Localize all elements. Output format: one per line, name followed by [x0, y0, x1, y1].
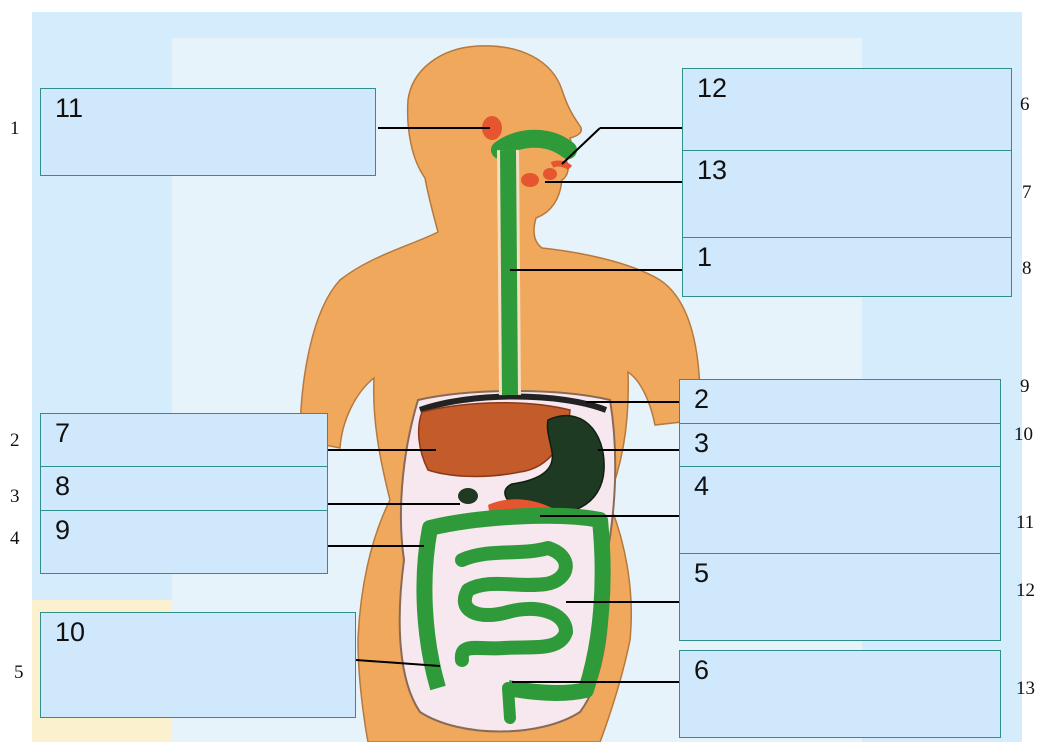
- outer-number-1: 1: [10, 118, 20, 140]
- outer-number-11: 11: [1016, 512, 1034, 534]
- label-box-left-1[interactable]: 11: [40, 88, 376, 176]
- submandibular-gland: [521, 173, 539, 187]
- outer-number-9: 9: [1020, 376, 1030, 398]
- label-box-right-1[interactable]: 12: [682, 68, 1012, 154]
- outer-number-4: 4: [10, 528, 20, 550]
- box-number: 7: [55, 418, 70, 448]
- box-number: 10: [55, 617, 85, 647]
- outer-number-12: 12: [1016, 580, 1035, 602]
- label-box-right-5[interactable]: 3: [679, 423, 1001, 467]
- label-box-left-4[interactable]: 9: [40, 510, 328, 574]
- outer-number-8: 8: [1022, 258, 1032, 280]
- box-number: 9: [55, 515, 70, 545]
- outer-number-10: 10: [1014, 424, 1033, 446]
- outer-number-13: 13: [1016, 678, 1035, 700]
- box-number: 13: [697, 155, 727, 185]
- label-box-right-7[interactable]: 5: [679, 553, 1001, 641]
- label-box-right-4[interactable]: 2: [679, 379, 1001, 424]
- label-box-left-3[interactable]: 8: [40, 466, 328, 511]
- gallbladder: [458, 488, 478, 504]
- box-number: 8: [55, 471, 70, 501]
- label-box-left-2[interactable]: 7: [40, 413, 328, 467]
- sublingual-gland: [543, 168, 557, 180]
- label-box-right-2[interactable]: 13: [682, 150, 1012, 238]
- outer-number-7: 7: [1022, 182, 1032, 204]
- label-box-left-5[interactable]: 10: [40, 612, 356, 718]
- outer-number-2: 2: [10, 430, 20, 452]
- label-box-right-8[interactable]: 6: [679, 650, 1001, 738]
- box-number: 11: [55, 93, 83, 123]
- box-number: 2: [694, 384, 709, 414]
- outer-number-3: 3: [10, 486, 20, 508]
- box-number: 6: [694, 655, 709, 685]
- box-number: 3: [694, 428, 709, 458]
- label-box-right-6[interactable]: 4: [679, 466, 1001, 554]
- outer-number-6: 6: [1020, 94, 1030, 116]
- label-box-right-3[interactable]: 1: [682, 237, 1012, 297]
- rectum: [508, 688, 510, 718]
- box-number: 1: [697, 242, 712, 272]
- outer-number-5: 5: [14, 662, 24, 684]
- box-number: 4: [694, 471, 709, 501]
- box-number: 5: [694, 558, 709, 588]
- box-number: 12: [697, 73, 727, 103]
